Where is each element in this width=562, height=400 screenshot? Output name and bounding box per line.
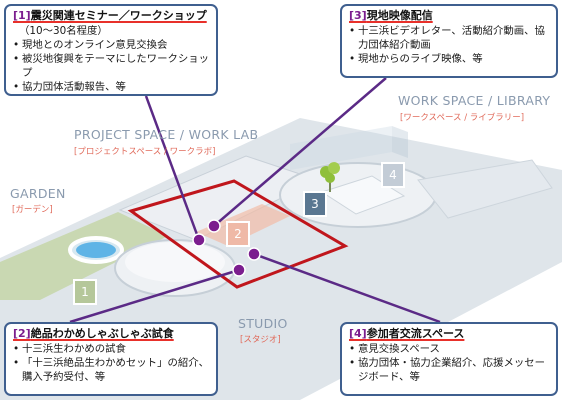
zone-marker-2: 2 <box>226 221 250 247</box>
leader-dot-3 <box>207 219 221 233</box>
callout-title-text: 絶品わかめしゃぶしゃぶ試食 <box>30 327 174 340</box>
library-wing <box>417 159 553 219</box>
zone-marker-3: 3 <box>303 191 327 217</box>
list-item: 現地とのオンライン意見交換会 <box>13 38 210 52</box>
glass-wall <box>290 126 392 170</box>
leader-dot-2 <box>232 263 246 277</box>
leader-line-4 <box>253 252 441 324</box>
zone-sub-garden: [ガーデン] <box>12 205 53 215</box>
callout-number: [4] <box>349 327 367 340</box>
zone-marker-1: 1 <box>73 279 97 305</box>
callout-subtitle: （10～30名程度） <box>19 25 108 37</box>
callout-wakame-tasting: [2]絶品わかめしゃぶしゃぶ試食 十三浜生わかめの試食 「十三浜絶品生わかめセッ… <box>4 322 218 396</box>
zone-sub-project: [プロジェクトスペース / ワークラボ] <box>74 147 216 157</box>
tree-icon <box>320 162 340 192</box>
list-item: 被災地復興をテーマにしたワークショップ <box>13 52 210 80</box>
list-item: 十三浜生わかめの試食 <box>13 342 210 356</box>
zone-marker-4: 4 <box>381 162 405 188</box>
callout-number: [3] <box>349 9 367 22</box>
zone-label-project: PROJECT SPACE / WORK LAB <box>74 127 259 142</box>
glass-wall-side <box>392 126 408 158</box>
list-item: 「十三浜絶品生わかめセット」の紹介、購入予約受付、等 <box>13 356 210 384</box>
leader-dot-1 <box>192 233 206 247</box>
list-item: 現地からのライブ映像、等 <box>349 52 550 66</box>
callout-list: 意見交換スペース 協力団体・協力企業紹介、応援メッセージボード、等 <box>349 342 550 384</box>
callout-list: 現地とのオンライン意見交換会 被災地復興をテーマにしたワークショップ 協力団体活… <box>13 38 210 94</box>
callout-seminar: [1]震災関連セミナー／ワークショップ （10～30名程度） 現地とのオンライン… <box>4 4 218 96</box>
callout-title-text: 震災関連セミナー／ワークショップ <box>30 9 207 22</box>
list-item: 協力団体・協力企業紹介、応援メッセージボード、等 <box>349 356 550 384</box>
leader-dot-4 <box>247 247 261 261</box>
callout-number: [1] <box>13 9 31 22</box>
zone-sub-work: [ワークスペース / ライブラリー] <box>400 113 525 123</box>
zone-sub-studio: [スタジオ] <box>240 335 281 345</box>
callout-list: 十三浜生わかめの試食 「十三浜絶品生わかめセット」の紹介、購入予約受付、等 <box>13 342 210 384</box>
callout-video-stream: [3]現地映像配信 十三浜ビデオレター、活動紹介動画、協力団体紹介動画 現地から… <box>340 4 558 78</box>
leader-line-3 <box>213 77 387 227</box>
callout-title: [1]震災関連セミナー／ワークショップ <box>13 9 210 23</box>
leader-line-2 <box>69 268 240 324</box>
callout-title: [4]参加者交流スペース <box>349 327 550 341</box>
callout-title: [2]絶品わかめしゃぶしゃぶ試食 <box>13 327 210 341</box>
callout-number: [2] <box>13 327 31 340</box>
callout-title-text: 現地映像配信 <box>366 9 433 22</box>
callout-list: 十三浜ビデオレター、活動紹介動画、協力団体紹介動画 現地からのライブ映像、等 <box>349 24 550 66</box>
list-item: 意見交換スペース <box>349 342 550 356</box>
round-stage-top <box>125 242 225 282</box>
callout-title: [3]現地映像配信 <box>349 9 550 23</box>
zone-label-studio: STUDIO <box>238 316 288 331</box>
zone-label-garden: GARDEN <box>10 186 66 201</box>
list-item: 協力団体活動報告、等 <box>13 80 210 94</box>
pool-water <box>76 242 116 258</box>
list-item: 十三浜ビデオレター、活動紹介動画、協力団体紹介動画 <box>349 24 550 52</box>
callout-exchange-space: [4]参加者交流スペース 意見交換スペース 協力団体・協力企業紹介、応援メッセー… <box>340 322 558 396</box>
leader-line-1 <box>144 95 201 241</box>
zone-label-work: WORK SPACE / LIBRARY <box>398 93 551 108</box>
callout-title-text: 参加者交流スペース <box>366 327 465 340</box>
